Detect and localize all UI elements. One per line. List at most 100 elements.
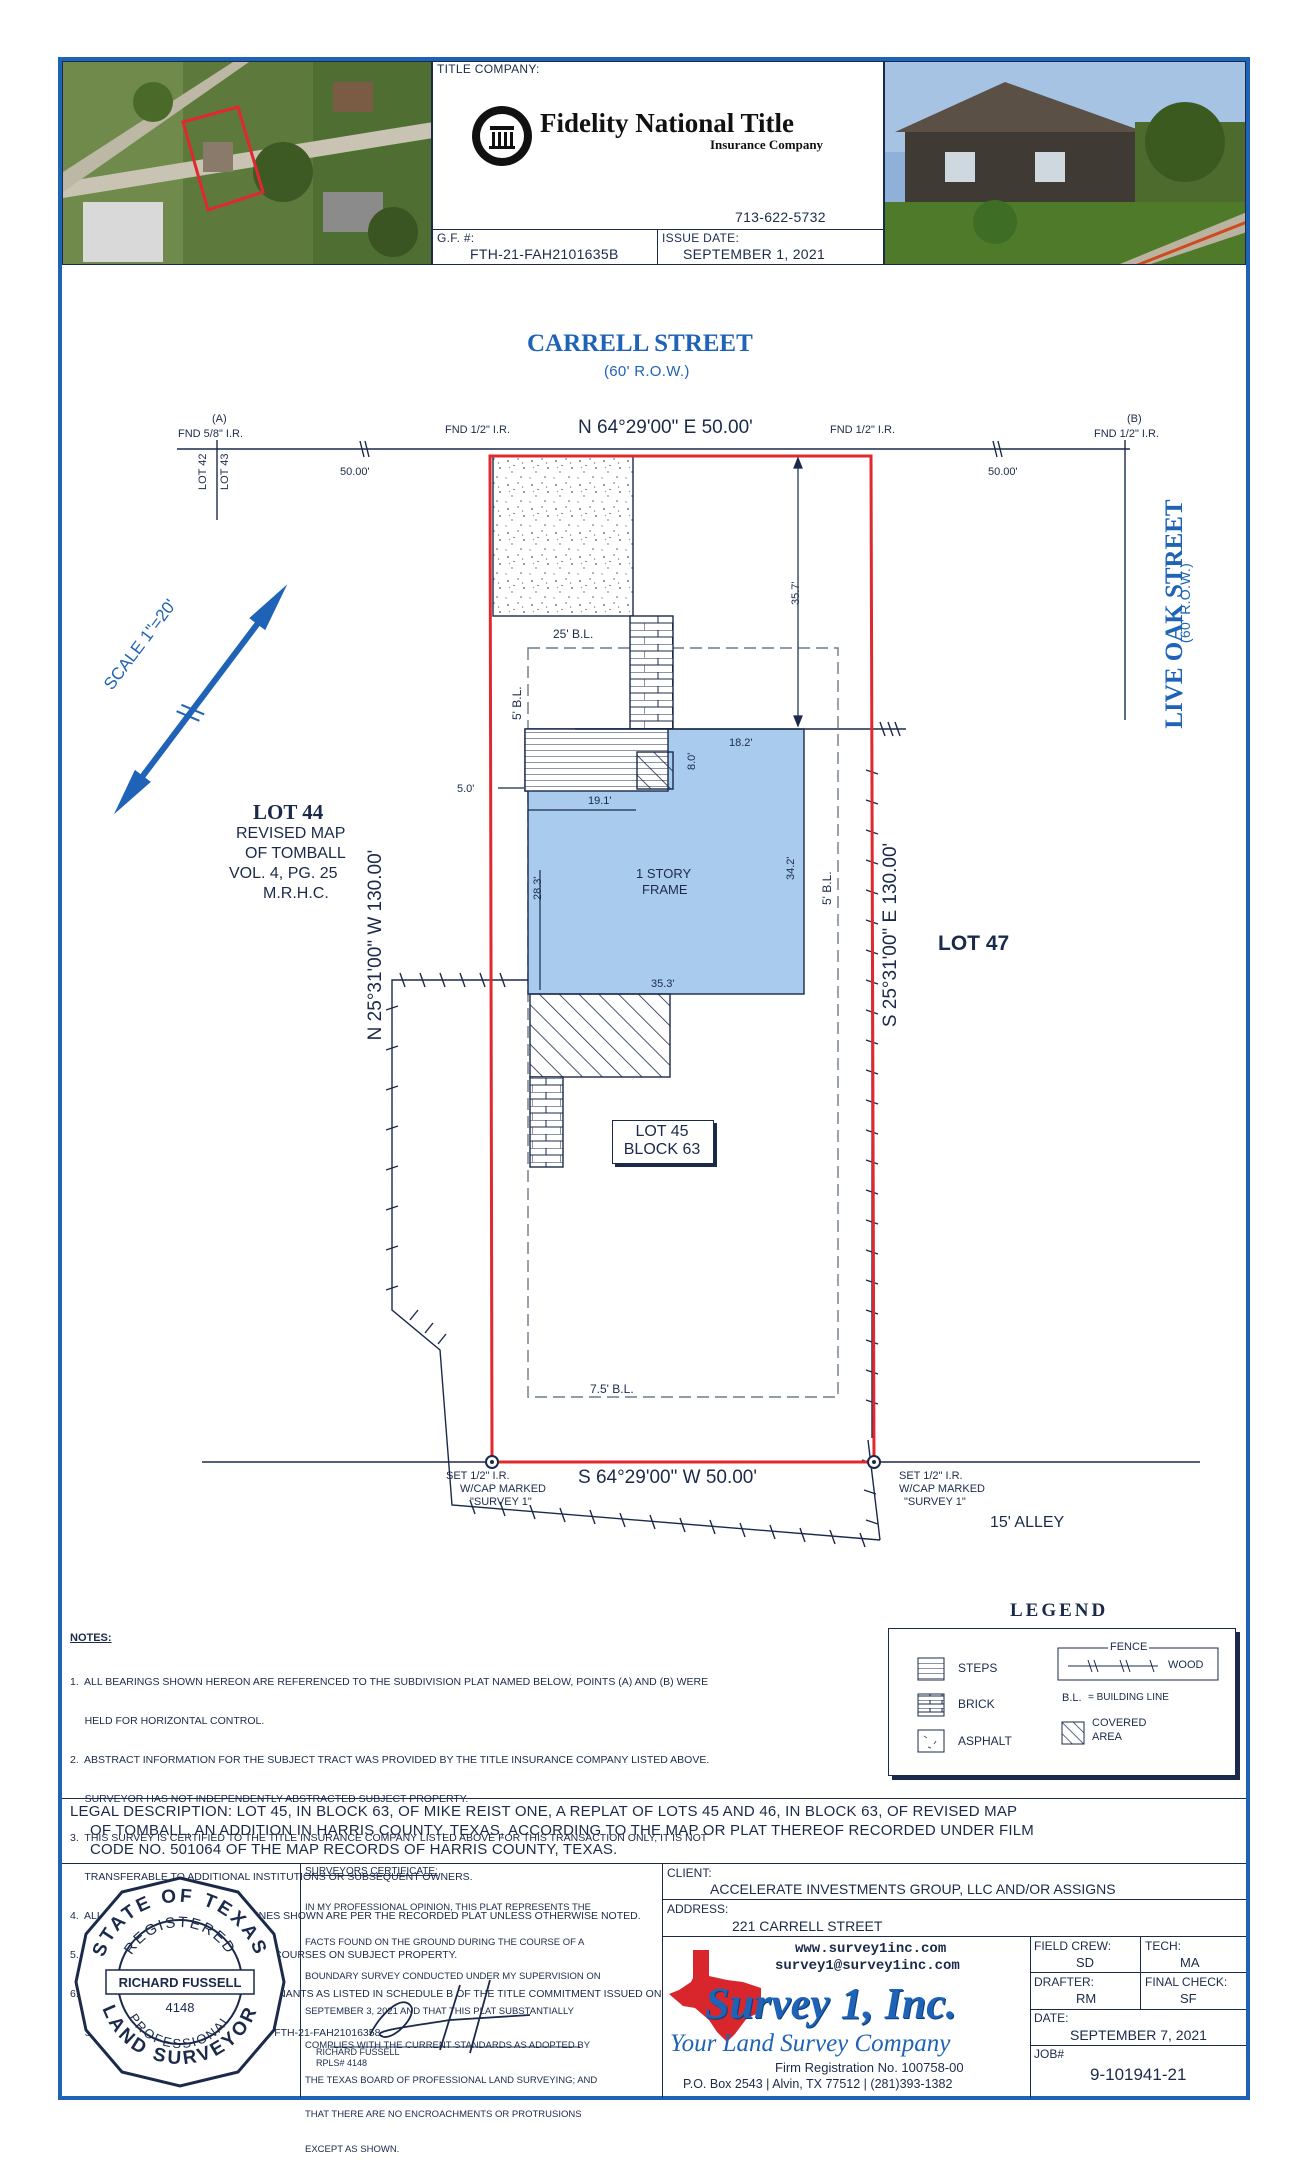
job-label: JOB# (1034, 2047, 1065, 2061)
tech-label: TECH: (1145, 1939, 1181, 1953)
notes-title: NOTES: (70, 1632, 112, 1644)
legend-swatches (917, 1647, 1219, 1753)
gf-number: FTH-21-FAH2101635B (470, 246, 619, 262)
bl-75: 7.5' B.L. (590, 1382, 634, 1396)
set-pin-right-2: W/CAP MARKED (899, 1483, 985, 1495)
job-number: 9-101941-21 (1090, 2065, 1187, 2084)
legend-steps: STEPS (958, 1661, 998, 1675)
legal-line2: OF TOMBALL, AN ADDITION IN HARRIS COUNTY… (90, 1822, 1034, 1839)
lot44-line2: OF TOMBALL (245, 845, 346, 862)
certificate-title: SURVEYORS CERTIFICATE: (305, 1866, 438, 1877)
rear-brick (529, 1076, 564, 1168)
legend-box (888, 1628, 1236, 1776)
note-line: HELD FOR HORIZONTAL CONTROL. (70, 1715, 265, 1727)
plat-drawing (113, 440, 1200, 1548)
pin-a: FND 5/8" I.R. (178, 428, 244, 440)
legal-line1: LEGAL DESCRIPTION: LOT 45, IN BLOCK 63, … (70, 1803, 1018, 1820)
certificate-line: THAT THERE ARE NO ENCROACHMENTS OR PROTR… (305, 2109, 582, 2120)
legend-title: LEGEND (1010, 1600, 1109, 1621)
date-value: SEPTEMBER 7, 2021 (1070, 2027, 1207, 2043)
lot44-line4: M.R.H.C. (263, 885, 329, 902)
dist-right: 50.00' (988, 466, 1018, 478)
legend-brick: BRICK (958, 1697, 995, 1711)
alley-label: 15' ALLEY (990, 1514, 1065, 1531)
certificate-text: IN MY PROFESSIONAL OPINION, THIS PLAT RE… (305, 1879, 601, 2167)
texas-map-icon (669, 1950, 761, 2042)
company-logo-name: Survey 1, Inc. (705, 1979, 957, 2028)
legend-bl-desc: = BUILDING LINE (1088, 1692, 1169, 1703)
set-pin-right-1: SET 1/2" I.R. (899, 1470, 963, 1482)
street-row-top: (60' R.O.W.) (604, 363, 690, 380)
gf-label: G.F. #: (437, 231, 475, 245)
certificate-line: IN MY PROFESSIONAL OPINION, THIS PLAT RE… (305, 1902, 591, 1913)
gf-issue-divider (657, 229, 658, 265)
pin-b-label: (B) (1127, 413, 1142, 425)
address-company-divider (662, 1936, 1246, 1937)
drafter: RM (1076, 1991, 1097, 2006)
house-label-2: FRAME (642, 882, 688, 897)
company-address: P.O. Box 2543 | Alvin, TX 77512 | (281)3… (683, 2077, 953, 2091)
client-address-divider (662, 1899, 1246, 1900)
certificate-line: THE TEXAS BOARD OF PROFESSIONAL LAND SUR… (305, 2074, 598, 2086)
legend-asphalt: ASPHALT (958, 1734, 1012, 1748)
fidelity-logo (470, 104, 534, 168)
client-divider (662, 1863, 663, 2098)
legend-fence: FENCE (1108, 1641, 1150, 1653)
house-label-1: 1 STORY (636, 866, 692, 881)
legend-covered-1: COVERED (1092, 1717, 1147, 1729)
company-website: www.survey1inc.com (795, 1941, 947, 1957)
title-company-label: TITLE COMPANY: (437, 62, 540, 76)
client-value: ACCELERATE INVESTMENTS GROUP, LLC AND/OR… (710, 1881, 1116, 1897)
certificate-line: FACTS FOUND ON THE GROUND DURING THE COU… (305, 1936, 585, 1948)
date-label: DATE: (1034, 2011, 1069, 2025)
lot45-box (612, 1120, 714, 1164)
set-pin-left-1: SET 1/2" I.R. (446, 1470, 510, 1482)
north-arrow (113, 584, 288, 815)
legend-bl: B.L. (1062, 1692, 1082, 1704)
lot44-line1: REVISED MAP (236, 825, 346, 842)
seal-number: 4148 (166, 2000, 195, 2015)
lot47-label: LOT 47 (938, 932, 1010, 955)
lot45-label: LOT 45 (635, 1123, 689, 1140)
fnd-right: FND 1/2" I.R. (830, 424, 896, 436)
company-tagline: Your Land Survey Company (670, 2030, 951, 2057)
pin-a-label: (A) (212, 413, 227, 425)
brick-walk (629, 615, 674, 730)
company-registration: Firm Registration No. 100758-00 (775, 2060, 964, 2075)
surveyor-seal: STATE OF TEXAS REGISTERED RICHARD FUSSEL… (74, 1876, 286, 2088)
tech: MA (1180, 1955, 1200, 1970)
set-pin-right-3: "SURVEY 1" (904, 1496, 966, 1508)
company-name: Fidelity National Title (540, 108, 795, 138)
dim-19-1: 19.1' (588, 795, 612, 807)
job-grid-row1 (1030, 1972, 1246, 1973)
bl-5-left: 5' B.L. (510, 686, 524, 720)
drafter-label: DRAFTER: (1034, 1975, 1094, 1989)
surveyor-signature (330, 1979, 580, 2054)
dim-34-2: 34.2' (785, 856, 797, 880)
note-line: SURVEYOR HAS NOT INDEPENDENTLY ABSTRACTE… (70, 1793, 469, 1805)
final-check-label: FINAL CHECK: (1145, 1975, 1228, 1989)
note-line: 1. ALL BEARINGS SHOWN HEREON ARE REFEREN… (70, 1676, 709, 1688)
bearing-bottom: S 64°29'00" W 50.00' (578, 1467, 757, 1488)
rear-covered-area (529, 993, 671, 1078)
legal-divider-top (62, 1798, 1246, 1799)
company-email: survey1@survey1inc.com (775, 1958, 960, 1974)
legal-line3: CODE NO. 501064 OF THE MAP RECORDS OF HA… (90, 1841, 618, 1858)
legend-covered-2: AREA (1092, 1731, 1122, 1743)
street-row-right: (60' R.O.W.) (1177, 562, 1193, 644)
seal-name: RICHARD FUSSELL (119, 1975, 242, 1990)
lot43-label: LOT 43 (219, 453, 231, 491)
dim-35-3: 35.3' (651, 978, 675, 990)
issue-date: SEPTEMBER 1, 2021 (683, 246, 826, 262)
note-line: 3. THIS SURVEY IS CERTIFIED TO THE TITLE… (70, 1832, 708, 1844)
job-grid-row2 (1030, 2009, 1246, 2010)
dim-28-3: 28.3' (532, 876, 544, 900)
lot44-title: LOT 44 (253, 800, 324, 824)
issue-date-label: ISSUE DATE: (662, 231, 740, 245)
dim-8-0: 8.0' (686, 752, 698, 770)
company-sub: Insurance Company (710, 137, 824, 152)
signature-name: RICHARD FUSSELL (316, 2047, 400, 2057)
title-company-box (432, 61, 884, 265)
street-name-top: CARRELL STREET (527, 330, 753, 357)
set-pin-left-3: "SURVEY 1" (470, 1496, 532, 1508)
